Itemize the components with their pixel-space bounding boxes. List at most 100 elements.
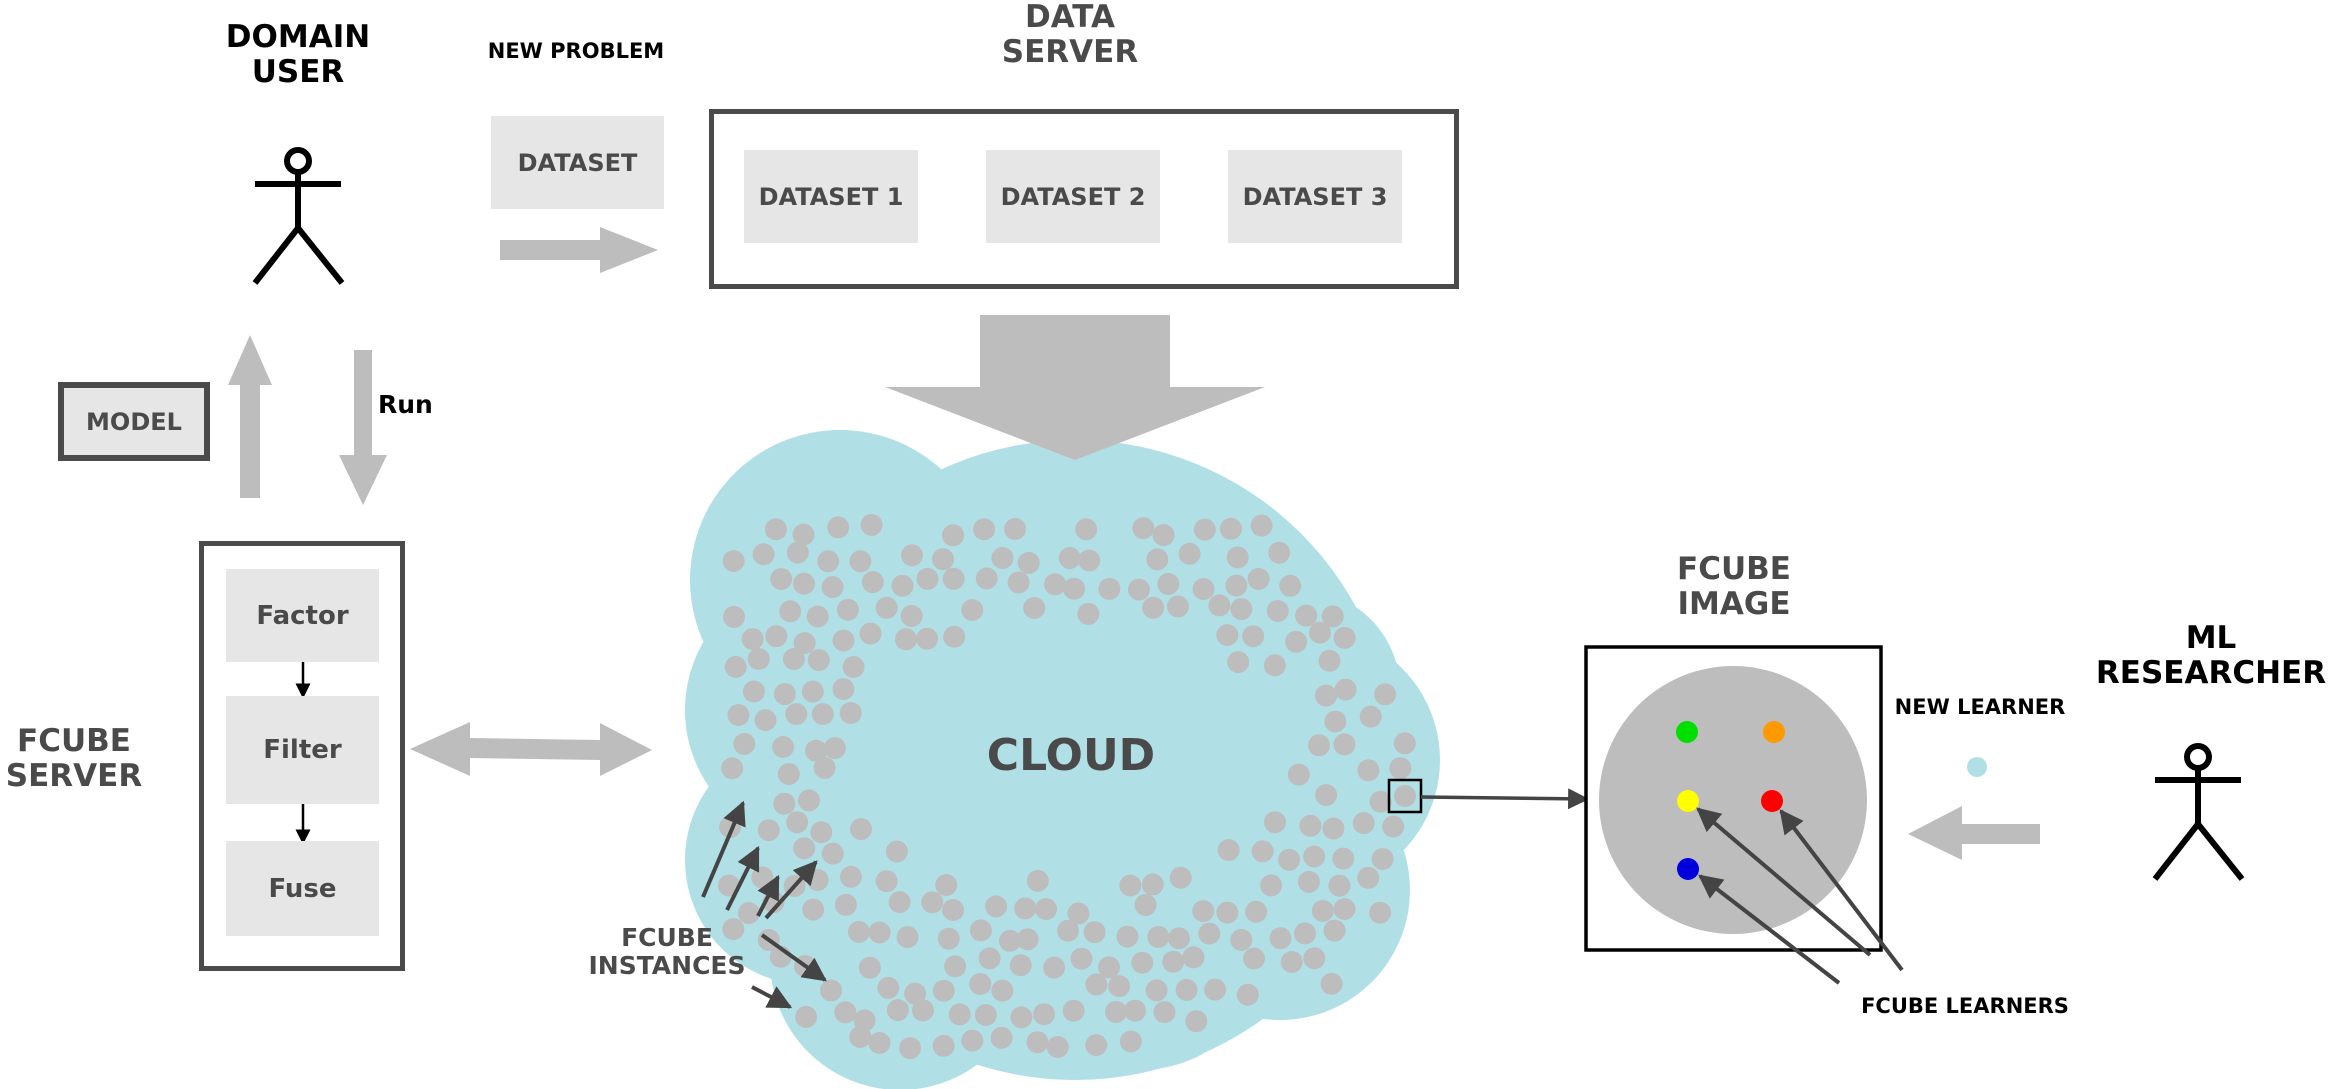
fcube-instance-dot	[868, 1032, 891, 1054]
fcube-instance-dot	[1278, 848, 1301, 871]
fcube-instance-dot	[1227, 651, 1250, 674]
fcube-instance-dot	[807, 649, 830, 672]
fcube-instance-dot	[747, 648, 770, 670]
fcube-instance-dot	[849, 1026, 872, 1048]
fcube-instance-dot	[1105, 1000, 1127, 1023]
fcube-learner-dot-4	[1761, 790, 1783, 812]
fcube-instance-dot	[721, 757, 744, 780]
fcube-instance-dot	[1127, 578, 1150, 601]
fcube-instance-dot	[1266, 599, 1289, 622]
fcube-instance-dot	[1225, 574, 1248, 597]
fcube-instance-dot	[1004, 518, 1027, 540]
fcube-instance-dot	[817, 550, 840, 573]
fcube-instance-dot	[859, 622, 882, 645]
fcube-instance-dot	[899, 1037, 922, 1060]
fcube-instance-dot	[932, 548, 954, 571]
fcube-instance-dot	[1260, 874, 1283, 897]
ml-researcher-figure-icon	[2152, 743, 2245, 881]
fcube-instance-dot	[793, 837, 816, 860]
fcube-instance-dot	[1393, 732, 1416, 755]
fcube-instance-dot	[1166, 595, 1189, 618]
new-problem-arrow	[500, 227, 658, 273]
fcube-instance-dot	[969, 973, 992, 995]
fcube-instance-dot	[1323, 919, 1346, 942]
domain-user-figure-icon	[252, 147, 345, 285]
fcube-instance-dot	[961, 599, 984, 621]
fcube-instance-dot	[1321, 605, 1344, 628]
fcube-instance-dot	[1357, 866, 1380, 889]
fcube-instance-dot	[1146, 548, 1169, 571]
fcube-instance-dot	[1243, 947, 1265, 970]
fcube-instance-dot	[823, 737, 846, 760]
fcube-instance-dot	[1142, 596, 1165, 619]
fcube-instance-dot	[985, 895, 1008, 918]
fcube-instance-dot	[1268, 541, 1291, 564]
fcube-instance-dot	[1250, 514, 1273, 537]
fcube-instance-dot	[770, 568, 793, 590]
fcube-instance-dot	[722, 550, 745, 573]
fcube-instance-dot	[912, 999, 934, 1022]
fcube-instance-dot	[1230, 928, 1253, 951]
cloud-label: CLOUD	[986, 730, 1156, 781]
domain-user-label: DOMAIN USER	[225, 19, 371, 90]
fcube-instance-dot	[921, 891, 944, 914]
fcube-instance-dot	[1010, 1006, 1033, 1029]
fcube-instance-dot	[1023, 597, 1046, 619]
fcube-instance-dot	[1058, 547, 1081, 569]
pipeline-step-filter: Filter	[226, 696, 379, 804]
fcube-instance-dot	[944, 955, 967, 978]
fcube-instance-dot	[1264, 811, 1286, 834]
fcube-instance-dot	[1247, 567, 1270, 590]
fcube-instance-dot	[1333, 898, 1356, 920]
fcube-instance-dot	[806, 869, 829, 891]
fcube-instance-dot	[777, 763, 800, 786]
fcube-instance-dot	[990, 1026, 1013, 1049]
fcube-instance-dot	[1245, 900, 1268, 923]
fcube-instance-dot	[1308, 734, 1330, 757]
fcube-instance-dot	[978, 947, 1001, 970]
fcube-instance-dot	[1026, 1031, 1049, 1054]
fcube-instance-dot	[1333, 626, 1356, 649]
fcube-instance-dot	[937, 927, 960, 950]
fcube-instance-dot	[875, 596, 898, 619]
fcube-instance-dot	[742, 680, 765, 703]
fcube-instance-dot	[832, 678, 855, 701]
fcube-instance-dot	[1389, 757, 1412, 780]
fcube-instance-dot	[877, 976, 900, 999]
fcube-instance-dot	[1119, 874, 1142, 897]
fcube-instance-dot	[1132, 517, 1155, 540]
fcube-instance-dot	[858, 956, 881, 979]
fcube-instance-dot	[1369, 901, 1392, 924]
fcube-instance-dot	[1369, 790, 1392, 813]
fcube-instance-dot	[1147, 925, 1170, 948]
fcube-instance-dot	[1035, 898, 1057, 921]
fcube-instance-dot	[1334, 678, 1357, 701]
fcube-instance-dot	[1251, 840, 1274, 863]
fcube-instance-dot	[773, 683, 796, 706]
new-problem-label: NEW PROBLEM	[487, 39, 665, 63]
run-down-arrow	[339, 350, 387, 505]
fcube-instance-dot	[1280, 951, 1303, 973]
fcube-instance-dot	[973, 518, 996, 541]
fcube-instance-dot	[751, 866, 774, 889]
fcube-instance-dot	[785, 703, 808, 726]
fcube-instance-dot	[991, 979, 1014, 1002]
fcube-instance-dot	[810, 821, 833, 844]
fcube-instance-dot	[1153, 1001, 1176, 1024]
fcube-learner-dot-3	[1677, 790, 1699, 812]
fcube-instance-dot	[839, 702, 862, 724]
fcube-learners-label: FCUBE LEARNERS	[1861, 994, 2069, 1018]
fcube-instance-dot	[1070, 947, 1093, 970]
fcube-server-label: FCUBE SERVER	[5, 723, 143, 794]
fcube-instance-dot	[1162, 950, 1185, 973]
fcube-instance-dot	[1198, 922, 1221, 945]
dataset-box-3: DATASET 3	[1228, 150, 1402, 243]
fcube-instance-dot	[806, 605, 829, 628]
fcube-instance-dot	[1295, 604, 1318, 627]
fcube-learners-arrows	[1696, 807, 1904, 985]
fcube-instance-dot	[948, 1003, 971, 1026]
fcube-instance-dot	[786, 811, 809, 834]
fcube-instance-dot	[991, 547, 1014, 569]
fcube-instance-dot	[891, 574, 914, 597]
